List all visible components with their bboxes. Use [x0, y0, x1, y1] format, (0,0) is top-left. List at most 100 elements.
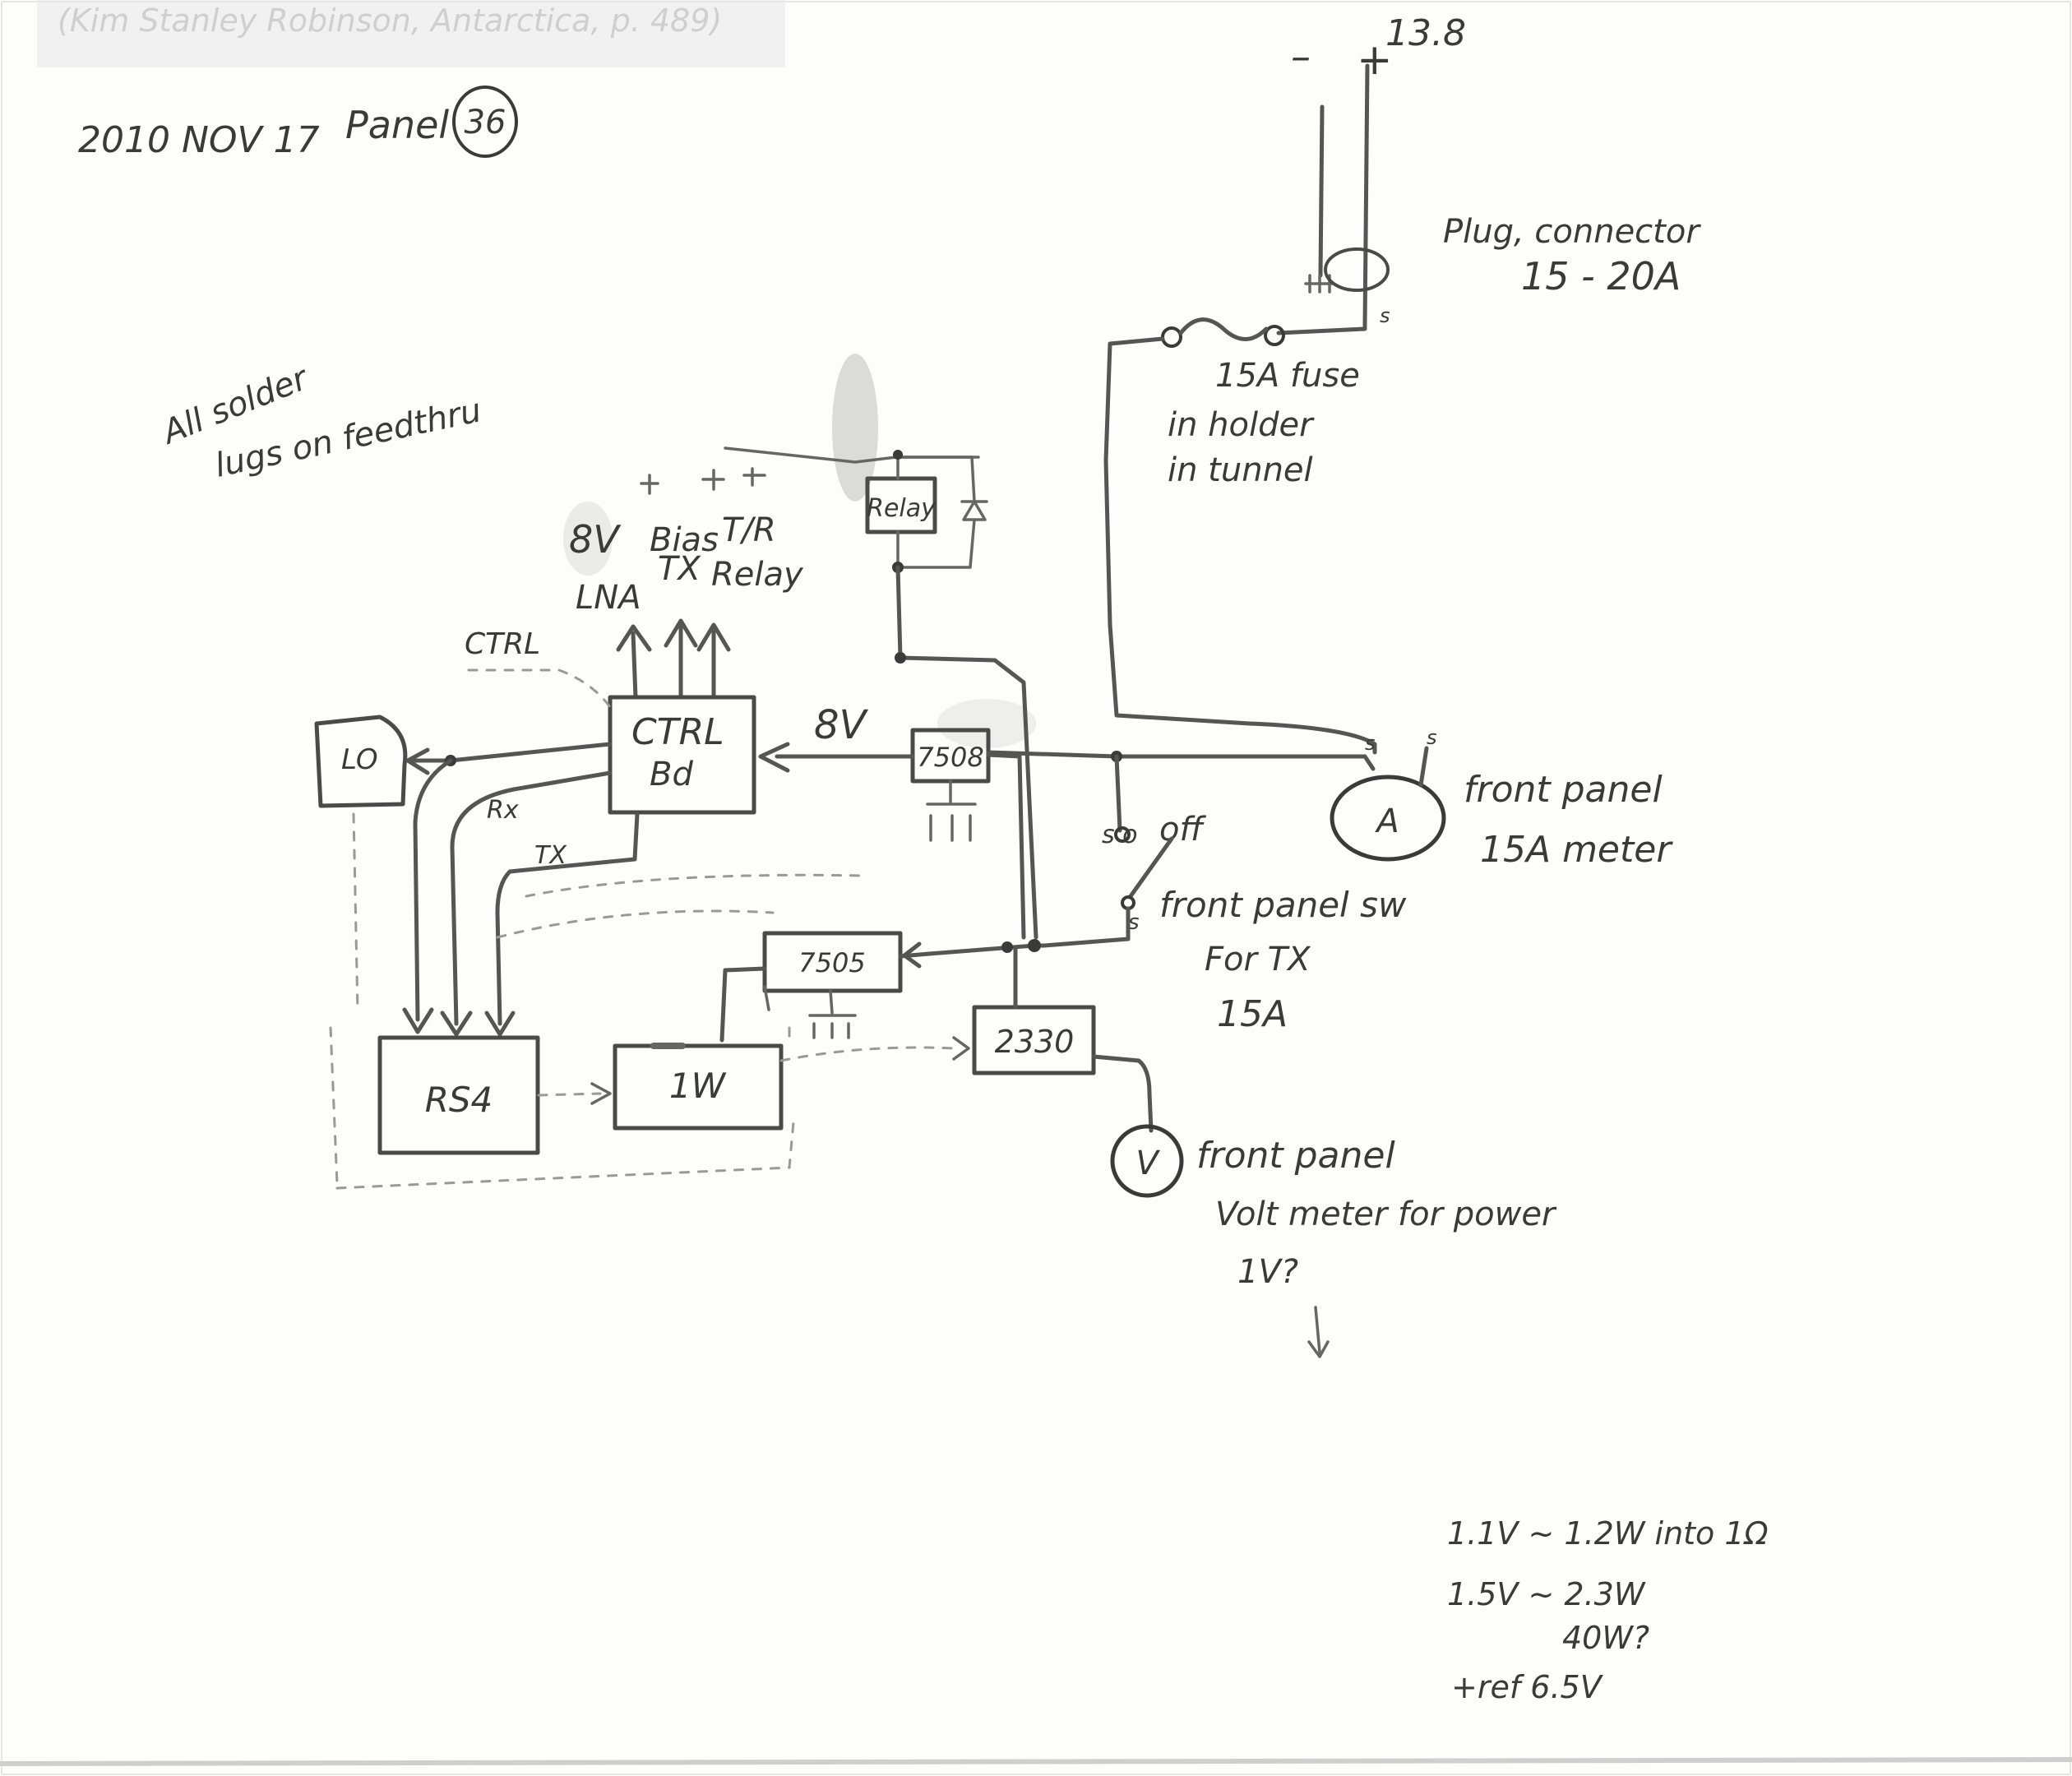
positive-supply-wire [1362, 63, 1370, 327]
1w-to-2330-arrowhead [952, 1036, 970, 1061]
fuse-label-2: in holder [1168, 406, 1315, 444]
relay-junction [893, 450, 903, 460]
tx-wire [495, 812, 640, 1026]
eight-v-label: 8V [814, 702, 869, 748]
regulator-7505-label: 7505 [798, 947, 865, 978]
voltmeter-icon [1110, 1124, 1184, 1198]
plus-sign: + [1357, 35, 1393, 85]
ammeter-lead [1418, 746, 1429, 788]
switch-label: front panel sw [1159, 885, 1407, 925]
ammeter-glyph: A [1374, 802, 1399, 840]
rs4-arrowhead-1 [402, 1007, 434, 1034]
switch-lever [1128, 836, 1174, 899]
voltmeter-glyph: V [1135, 1145, 1160, 1182]
voltmeter-label-1: front panel [1196, 1135, 1395, 1177]
out-tr-label: T/R [722, 511, 776, 549]
rx-label: Rx [487, 796, 519, 825]
wave-dashed-1 [496, 909, 775, 939]
out-relay-label: Relay [711, 556, 804, 594]
2330-amp-label: 2330 [995, 1024, 1075, 1060]
supply-voltage: 13.8 [1385, 12, 1466, 54]
2330-amp-block [972, 1005, 1096, 1075]
faint-header-band [37, 0, 785, 67]
out-8v-label: 8V [569, 517, 622, 562]
arrow-lna-output [616, 624, 652, 700]
relay-8v-bus [895, 565, 1038, 940]
switch-contact-on [1114, 826, 1131, 843]
supply-to-meter-wire [1114, 713, 1377, 755]
regulator-7508-ground [926, 779, 977, 842]
ctrl-dashed-lead [467, 668, 612, 709]
7505-to-1w-wire [719, 966, 767, 1043]
1w-amp-block [613, 1043, 784, 1131]
ammeter-label-1: front panel [1464, 769, 1663, 811]
switch-amps: 15A [1217, 993, 1288, 1035]
page-number-circle [452, 86, 518, 158]
feedthru-tr-relay [742, 467, 766, 487]
voltmeter-note-arrow [1307, 1306, 1330, 1358]
ammeter-icon [1330, 775, 1446, 862]
plug-label: Plug, connector [1443, 213, 1701, 251]
voltmeter-label-2: Volt meter for power [1215, 1196, 1557, 1233]
ctrl-label-2: Bd [650, 756, 693, 793]
fuse-feed-wire [1276, 322, 1367, 335]
fuse-element [1178, 317, 1269, 341]
rs4-to-1w-dashed [537, 1092, 602, 1097]
page-bottom-shadow [0, 1757, 2072, 1766]
ctrl-board-block [608, 695, 756, 815]
switch-to-bus-wire [1035, 906, 1131, 948]
title-text: Panel [345, 103, 449, 147]
pencil-smudge [832, 354, 878, 502]
relay-diode-loop [896, 456, 988, 569]
ctrl-side-label: CTRL [465, 627, 540, 661]
lo-to-rs4-wire [413, 758, 453, 1022]
ammeter-s2: s [1427, 726, 1437, 749]
negative-supply-wire [1318, 104, 1325, 278]
ctrl-to-lo-wire [409, 742, 613, 763]
7505-input-arrowhead [902, 941, 922, 969]
faint-citation: (Kim Stanley Robinson, Antarctica, p. 48… [58, 2, 722, 39]
regulator-7505-ground [763, 985, 857, 1039]
1w-amp-label: 1W [669, 1066, 727, 1106]
ground-terminal-symbol [1304, 274, 1334, 294]
fused-supply-wire [1103, 336, 1165, 718]
feedthru-8v-lna [640, 474, 659, 495]
bus-to-meter-s [1362, 754, 1376, 771]
main-supply-bus [986, 750, 1367, 759]
relay-box [865, 476, 937, 534]
relay-box-label: Relay [867, 494, 937, 523]
fuse-label-1: 15A fuse [1215, 357, 1360, 395]
rs4-to-1w-arrowhead [590, 1082, 612, 1105]
bus-junction [895, 652, 906, 664]
8v-arrowhead [758, 742, 790, 773]
measurement-4: +ref 6.5V [1451, 1669, 1604, 1705]
2330-to-voltmeter-wire [1091, 1054, 1154, 1133]
arrow-tx-output [664, 618, 698, 700]
7505-input-wire [898, 943, 1037, 959]
measurement-1: 1.1V ~ 1.2W into 1Ω [1447, 1515, 1769, 1552]
fuse-terminal-left [1161, 326, 1182, 348]
ammeter-s1: s [1365, 732, 1376, 755]
lo-block [314, 715, 408, 808]
out-lna-label: LNA [576, 579, 641, 617]
plug-s-mark: s [1380, 304, 1390, 327]
bus-junction [1028, 939, 1041, 952]
fuse-terminal-right [1264, 325, 1285, 346]
rs4-label: RS4 [425, 1080, 493, 1120]
switch-upper-wire [1114, 754, 1122, 833]
switch-s-label: s [1128, 910, 1140, 935]
ammeter-label-2: 15A meter [1480, 829, 1673, 871]
ctrl-label-1: CTRL [631, 711, 724, 753]
rs4-arrowhead-2 [440, 1011, 473, 1037]
enclosure-dashed-outline [329, 812, 795, 1190]
pencil-smudge [937, 699, 1036, 748]
switch-so-label: s o [1102, 821, 1138, 849]
fuse-label-3: in tunnel [1168, 451, 1313, 489]
out-bias-label: Bias [650, 521, 719, 559]
ctrl-to-lo-arrowhead [405, 747, 430, 775]
pencil-smudge [563, 502, 613, 576]
plug-rating: 15 - 20A [1521, 254, 1681, 298]
measurement-3: 40W? [1562, 1620, 1649, 1656]
measurement-2: 1.5V ~ 2.3W [1447, 1576, 1646, 1612]
